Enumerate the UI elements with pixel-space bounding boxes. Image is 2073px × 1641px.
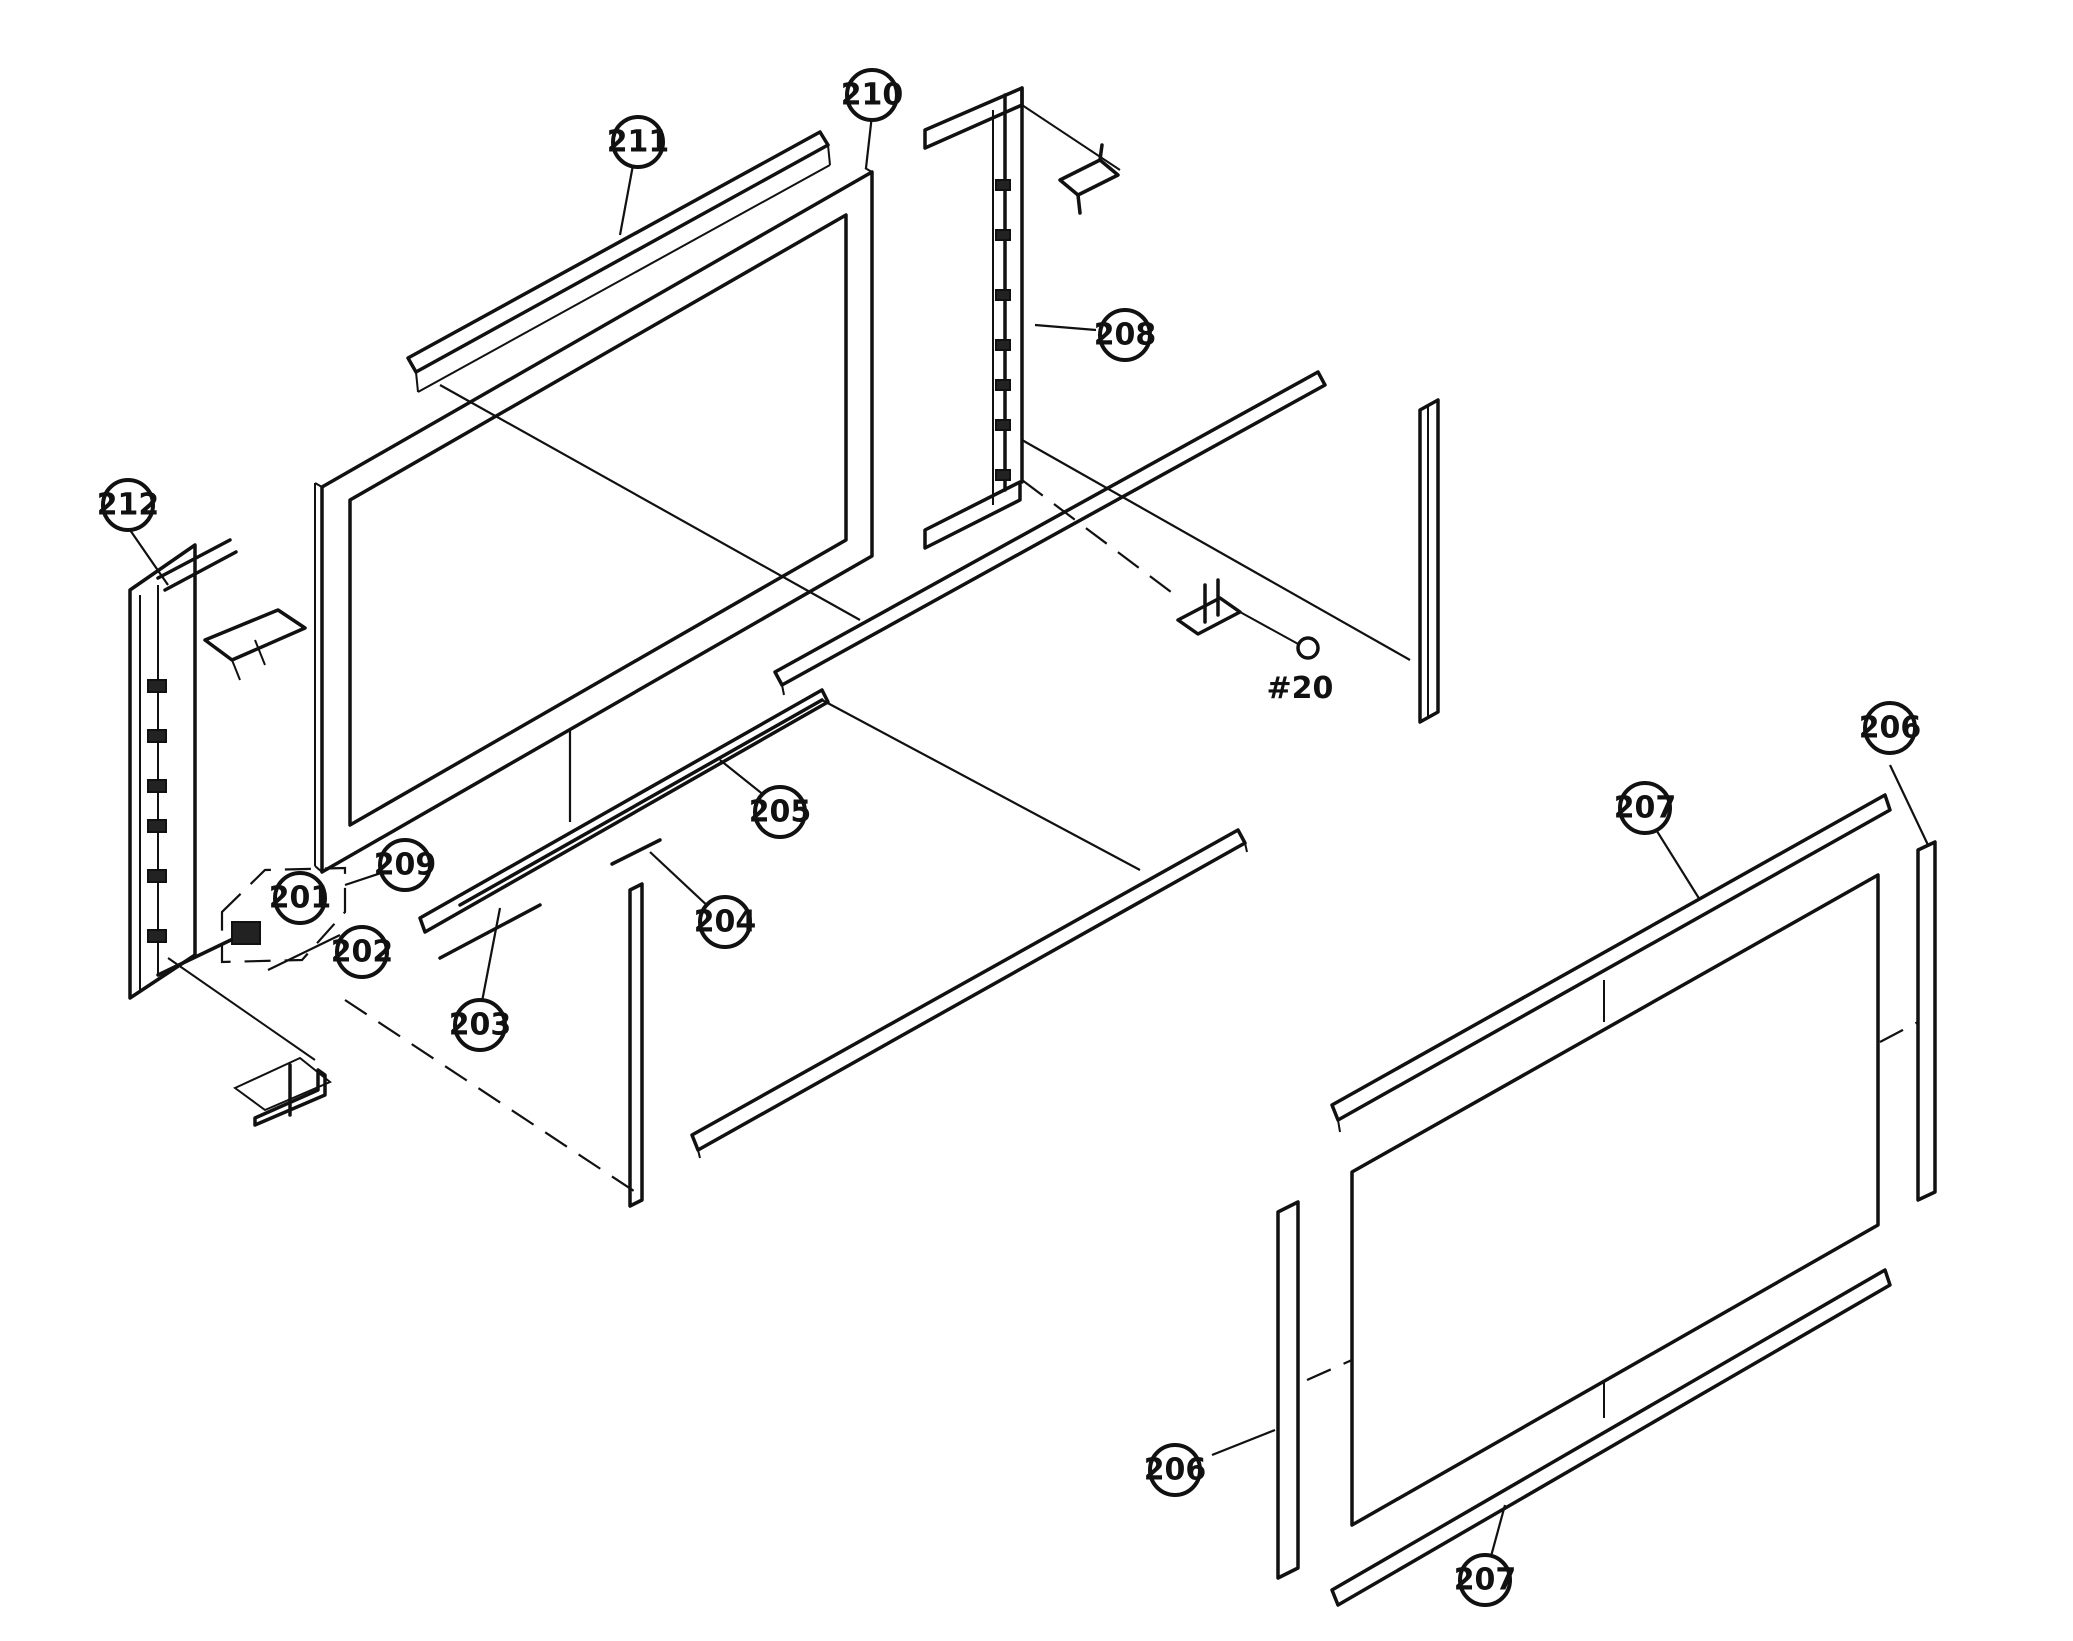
lower-long-rail	[690, 828, 1248, 1159]
svg-text:207: 207	[1614, 791, 1677, 826]
callout-211: 211	[607, 115, 670, 169]
callout-203: 203	[449, 998, 512, 1052]
callout-208: 208	[1094, 308, 1157, 362]
part-201-block	[231, 921, 261, 945]
assembly-lines	[344, 384, 1919, 1382]
svg-text:210: 210	[841, 78, 904, 113]
callout-206-upper: 206	[1859, 701, 1922, 755]
callout-204: 204	[694, 895, 757, 949]
svg-text:212: 212	[97, 488, 160, 523]
svg-text:202: 202	[331, 935, 394, 970]
screw-label: #20	[1267, 671, 1334, 706]
strip-204	[610, 838, 662, 866]
svg-text:206: 206	[1144, 1453, 1207, 1488]
svg-text:209: 209	[374, 848, 437, 883]
callout-209: 209	[374, 838, 437, 892]
rear-frame-panel	[314, 167, 874, 874]
upper-middle-rail	[773, 370, 1327, 696]
svg-text:207: 207	[1454, 1563, 1517, 1598]
right-side-panel	[923, 86, 1024, 550]
callout-206-lower: 206	[1144, 1443, 1207, 1497]
svg-text:204: 204	[694, 905, 757, 940]
callout-leaders	[129, 114, 1929, 1561]
left-upper-bracket	[203, 608, 307, 681]
callout-201: 201	[269, 871, 332, 925]
callout-207-upper: 207	[1614, 781, 1677, 835]
svg-text:205: 205	[749, 795, 812, 830]
top-rail	[406, 130, 831, 393]
front-glass-frame	[1276, 793, 1937, 1607]
screw-20	[1296, 636, 1320, 660]
callout-205: 205	[749, 785, 812, 839]
svg-text:201: 201	[269, 881, 332, 916]
callout-202: 202	[331, 925, 394, 979]
strip-203	[438, 903, 542, 960]
callout-207-lower: 207	[1454, 1553, 1517, 1607]
callout-210: 210	[841, 68, 904, 122]
svg-text:208: 208	[1094, 318, 1157, 353]
left-lower-bracket	[167, 957, 332, 1127]
left-side-panel	[128, 538, 238, 1000]
detail-box-201	[220, 866, 347, 964]
callout-212: 212	[97, 478, 160, 532]
center-vertical-post	[628, 882, 644, 1208]
right-upper-bracket	[1021, 104, 1121, 215]
svg-text:211: 211	[607, 125, 670, 160]
right-vertical-post	[1418, 398, 1440, 724]
svg-text:203: 203	[449, 1008, 512, 1043]
svg-text:206: 206	[1859, 711, 1922, 746]
mid-right-bracket	[1176, 578, 1320, 660]
